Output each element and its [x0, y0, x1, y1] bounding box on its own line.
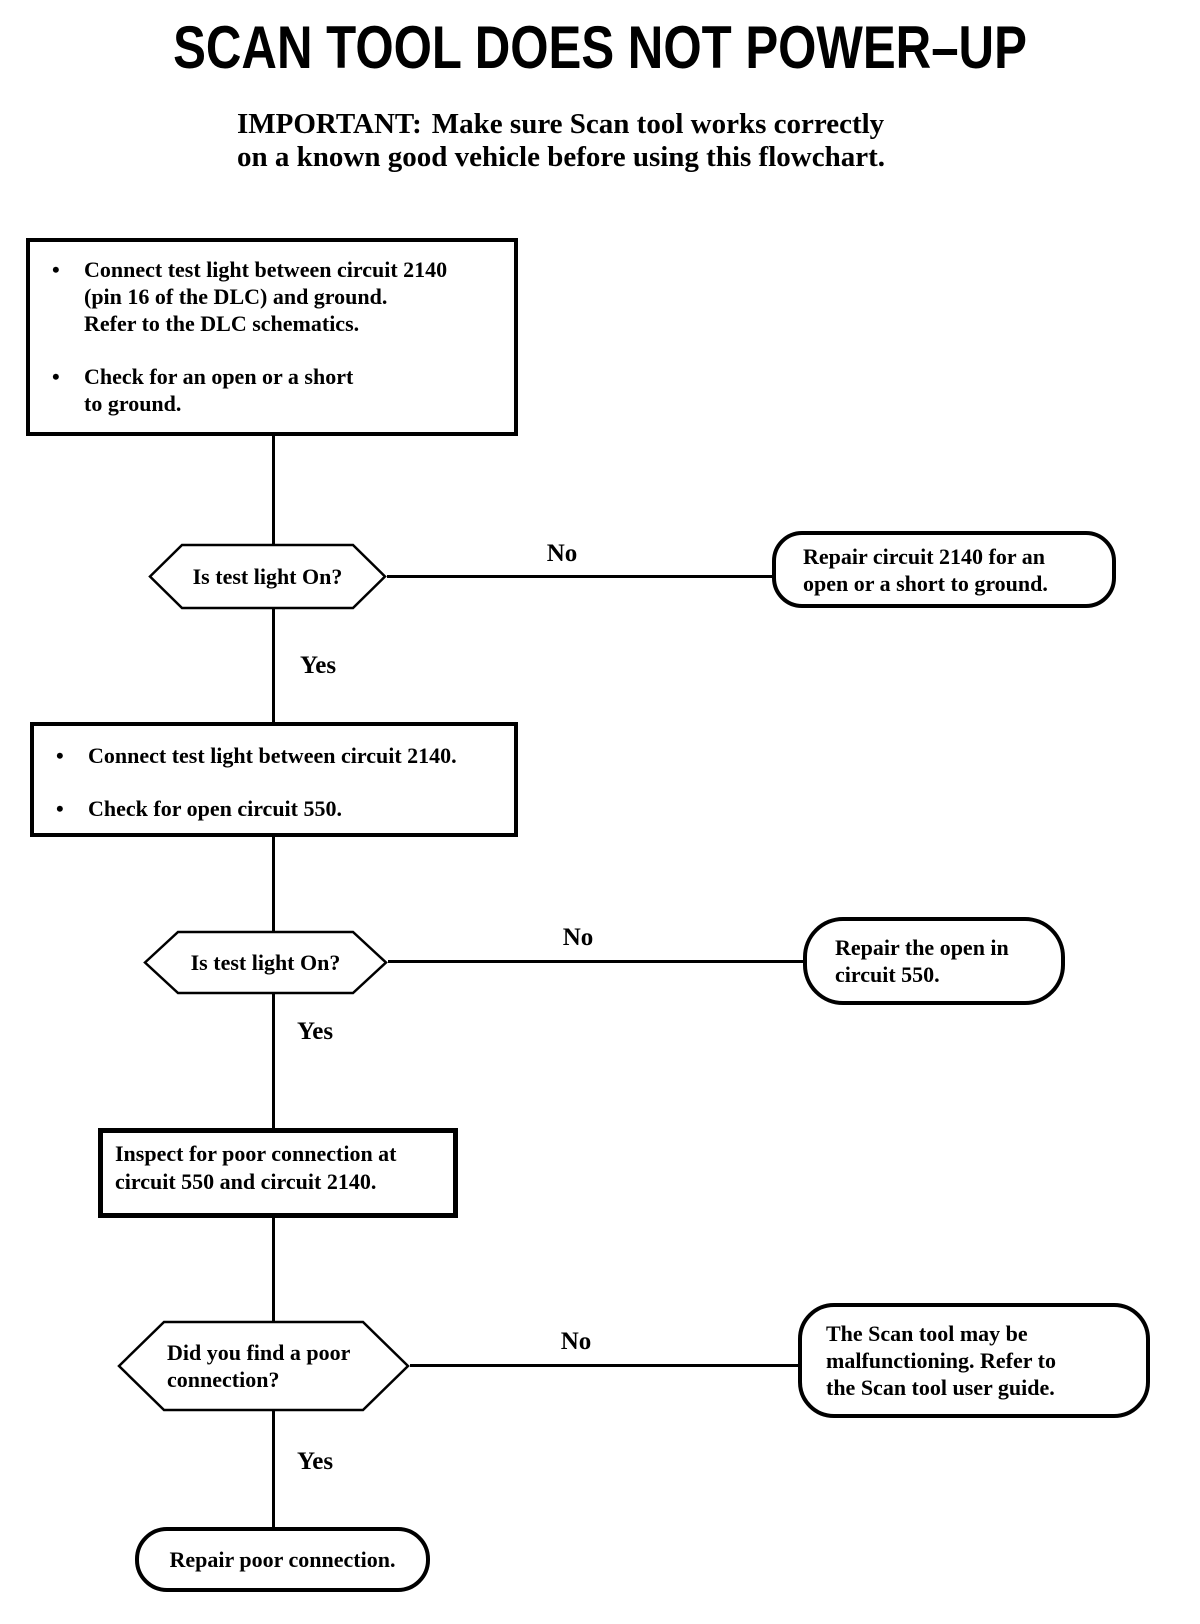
- bullet-text: Check for open circuit 550.: [88, 796, 342, 821]
- terminal-repair-circuit-2140: Repair circuit 2140 for an open or a sho…: [772, 531, 1116, 608]
- terminal-scan-tool-malfunctioning: The Scan tool may be malfunctioning. Ref…: [798, 1303, 1150, 1418]
- connector-line: [272, 434, 275, 545]
- hexagon-shape: [148, 543, 387, 610]
- process-box-check-circuit-550: • Connect test light between circuit 214…: [30, 722, 518, 837]
- bullet-icon: •: [52, 257, 60, 282]
- yes-label: Yes: [297, 1448, 334, 1475]
- no-branch-line: [388, 960, 803, 963]
- decision-text: Did you find a poor connection?: [167, 1340, 351, 1392]
- process-box-inspect-connection: Inspect for poor connection at circuit 5…: [98, 1128, 458, 1218]
- process-box-1-content: • Connect test light between circuit 214…: [30, 242, 514, 417]
- bullet-icon: •: [56, 743, 64, 768]
- no-branch-line: [410, 1364, 798, 1367]
- connector-line: [272, 993, 275, 1130]
- important-label: IMPORTANT:: [237, 108, 422, 140]
- yes-label: Yes: [297, 1018, 334, 1045]
- bullet-text: Connect test light between circuit 2140 …: [84, 257, 448, 336]
- decision-hexagon-test-light-1: Is test light On?: [148, 543, 387, 610]
- decision-hexagon-test-light-2: Is test light On?: [143, 930, 388, 995]
- connector-line: [272, 608, 275, 724]
- no-branch-line: [387, 575, 772, 578]
- page-title: SCAN TOOL DOES NOT POWER–UP: [173, 14, 1027, 81]
- process-box-2-content: • Connect test light between circuit 214…: [34, 726, 514, 822]
- important-text: Make sure Scan tool works correctly on a…: [237, 108, 885, 173]
- bullet-item: • Connect test light between circuit 214…: [52, 256, 508, 337]
- hexagon-shape: [143, 930, 388, 995]
- terminal-repair-poor-connection: Repair poor connection.: [135, 1527, 430, 1592]
- no-label: No: [562, 924, 594, 951]
- process-box-connect-test-light-ground: • Connect test light between circuit 214…: [26, 238, 518, 436]
- decision-text: Is test light On?: [190, 950, 341, 975]
- decision-text: Is test light On?: [192, 564, 343, 589]
- no-label: No: [546, 540, 578, 567]
- no-label: No: [560, 1328, 592, 1355]
- bullet-item: • Connect test light between circuit 214…: [56, 742, 508, 769]
- bullet-item: • Check for open circuit 550.: [56, 795, 508, 822]
- bullet-text: Check for an open or a short to ground.: [84, 364, 354, 416]
- terminal-repair-open-550: Repair the open in circuit 550.: [803, 917, 1065, 1005]
- bullet-item: • Check for an open or a short to ground…: [52, 363, 508, 417]
- bullet-icon: •: [52, 364, 60, 389]
- connector-line: [272, 1410, 275, 1529]
- connector-line: [272, 835, 275, 932]
- decision-hexagon-poor-connection: Did you find a poor connection?: [117, 1320, 410, 1412]
- connector-line: [272, 1216, 275, 1322]
- hexagon-shape: [117, 1320, 410, 1412]
- bullet-text: Connect test light between circuit 2140.: [88, 743, 457, 768]
- yes-label: Yes: [300, 652, 337, 679]
- bullet-icon: •: [56, 796, 64, 821]
- important-note: IMPORTANT:Make sure Scan tool works corr…: [237, 108, 997, 174]
